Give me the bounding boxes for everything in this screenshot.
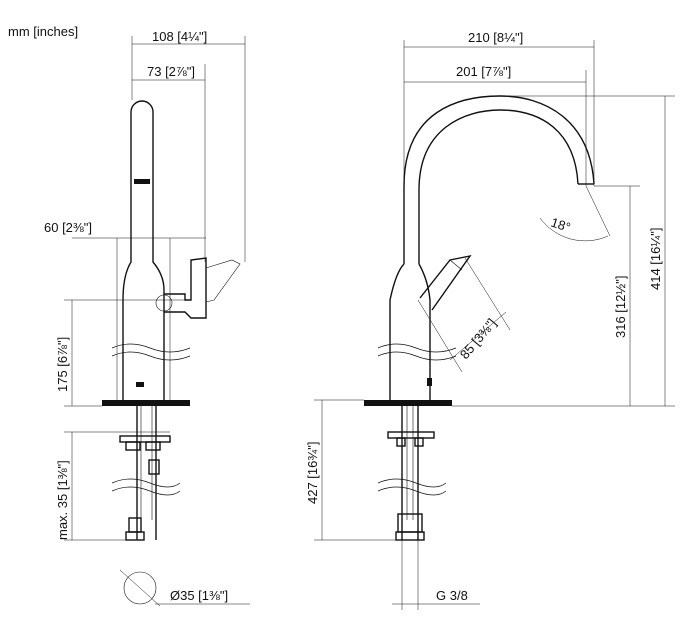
dim-73-label: 73 [2⅞"] xyxy=(147,64,195,79)
dim-414-label: 414 [16¼"] xyxy=(648,228,663,290)
front-view: 210 [8¼"] 201 [7⅞"] 18° 85 [3⅜"] 3 xyxy=(305,30,675,610)
dim-210-label: 210 [8¼"] xyxy=(468,30,523,45)
dim-max35-label: max. 35 [1⅜"] xyxy=(55,460,70,540)
thread-label: G 3/8 xyxy=(436,588,468,603)
angle-18-label: 18° xyxy=(549,215,572,235)
dim-60-label: 60 [2⅜"] xyxy=(44,220,92,235)
side-view: 108 [4¼"] 73 [2⅞"] 60 [2⅜"] 175 [6⅞"] xyxy=(44,29,250,607)
dim-201-label: 201 [7⅞"] xyxy=(456,64,511,79)
dim-175-label: 175 [6⅞"] xyxy=(55,337,70,392)
units-label: mm [inches] xyxy=(8,24,78,39)
dim-427-label: 427 [16¾"] xyxy=(305,442,320,504)
dim-85-label: 85 [3⅜"] xyxy=(457,316,499,362)
dim-316-label: 316 [12½"] xyxy=(613,276,628,338)
dim-diameter-label: Ø35 [1⅜"] xyxy=(170,588,228,603)
dim-108-label: 108 [4¼"] xyxy=(152,29,207,44)
